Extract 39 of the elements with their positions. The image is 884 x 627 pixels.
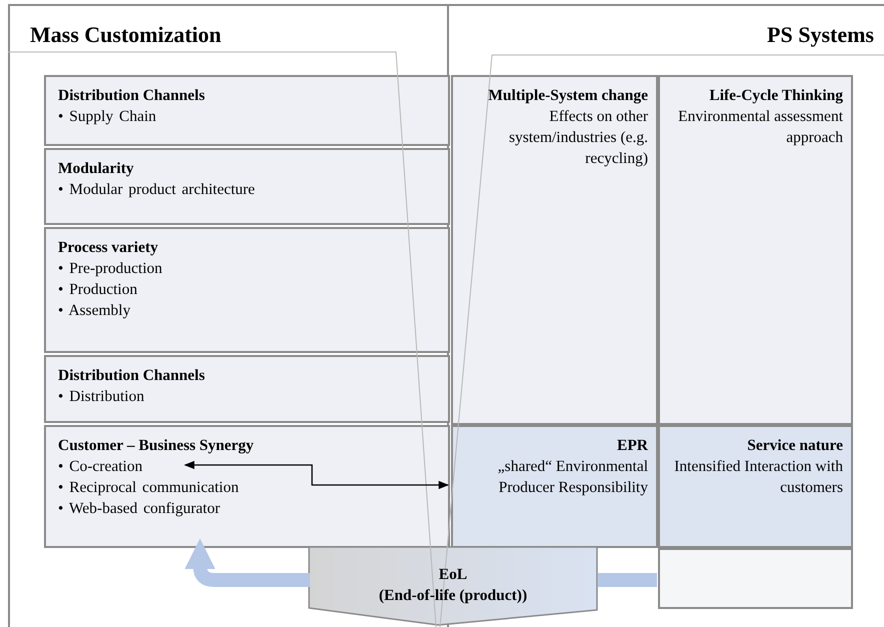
box-heading: Distribution Channels: [58, 86, 206, 106]
bullet-item: • Reciprocal communication: [58, 478, 240, 498]
category-box: [44, 148, 450, 225]
category-box: [44, 355, 450, 423]
box-heading: Life-Cycle Thinking: [709, 86, 843, 106]
box-text: „shared“ Environmental Producer Responsibility: [496, 457, 648, 498]
bullet-item: • Production: [58, 280, 138, 300]
bullet-item: • Distribution: [58, 387, 146, 407]
box-text: Effects on other system/industries (e.g. recycling): [508, 107, 648, 169]
double-arrow: [184, 460, 450, 490]
bullet-item: • Web-based configurator: [58, 499, 221, 519]
section-title: PS Systems: [767, 22, 874, 47]
category-box: [451, 425, 658, 548]
bullet-item: • Co-creation: [58, 457, 144, 477]
bullet-item: • Supply Chain: [58, 107, 158, 127]
box-heading: Service nature: [747, 436, 843, 456]
box-heading: Process variety: [58, 238, 159, 258]
block-arrow: [184, 538, 310, 587]
box-text: Environmental assessment approach: [677, 107, 843, 148]
eol-pentagon: [308, 546, 598, 626]
box-text: Intensified Interaction with customers: [673, 457, 843, 498]
eol-label: (End-of-life (product)): [378, 586, 528, 606]
bullet-item: • Assembly: [58, 301, 132, 321]
category-box: [44, 227, 450, 353]
section-title: Mass Customization: [30, 22, 222, 47]
box-heading: Distribution Channels: [58, 366, 206, 386]
category-box: [44, 425, 450, 548]
category-box: [658, 75, 853, 425]
box-heading: EPR: [617, 436, 648, 456]
bullet-item: • Modular product architecture: [58, 180, 256, 200]
category-box: [658, 425, 853, 548]
box-heading: Customer – Business Synergy: [58, 436, 255, 456]
category-box: [44, 75, 450, 146]
bullet-item: • Pre-production: [58, 259, 164, 279]
empty-cell: [658, 548, 853, 609]
eol-label: EoL: [438, 565, 468, 585]
category-box: [451, 75, 658, 425]
box-heading: Multiple-System change: [488, 86, 648, 106]
box-heading: Modularity: [58, 159, 135, 179]
